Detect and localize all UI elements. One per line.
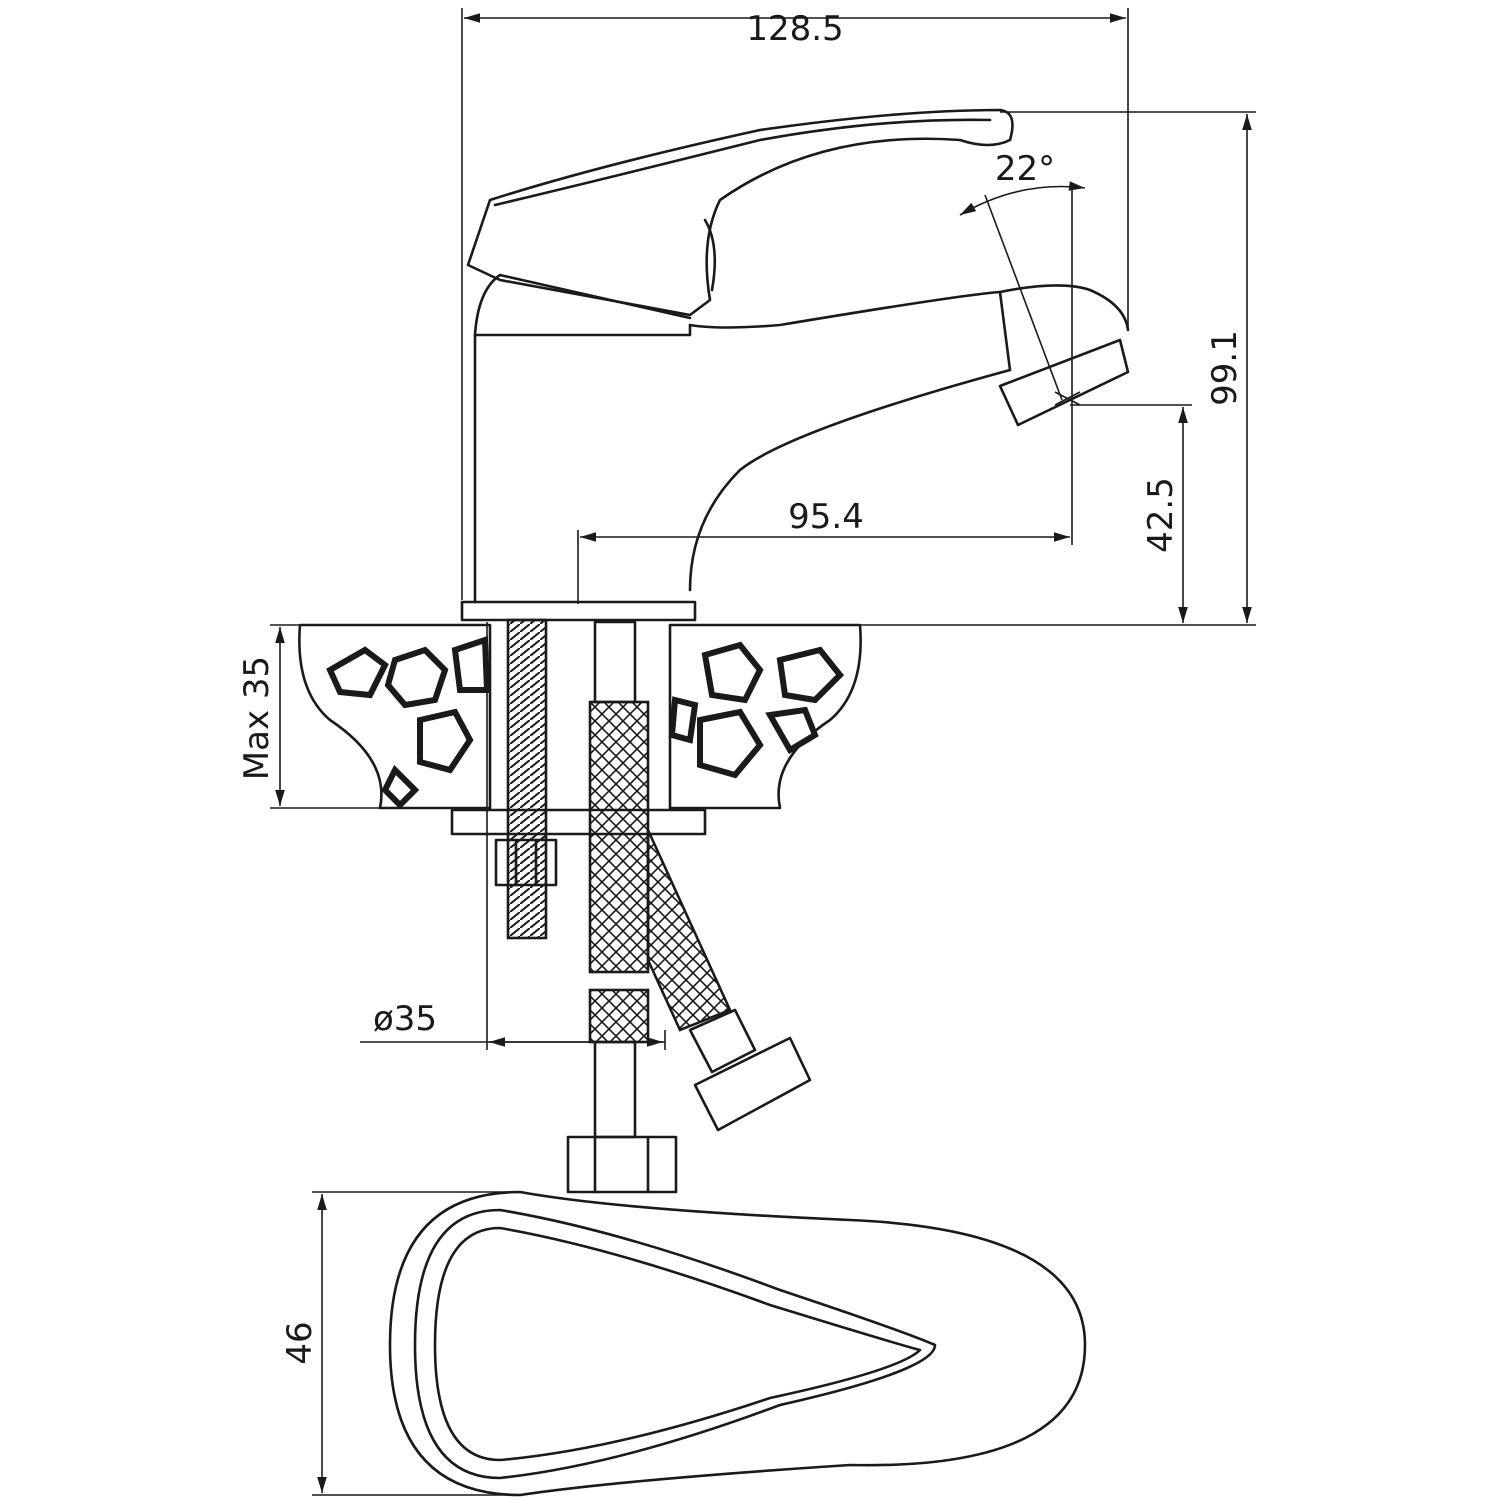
spout-height-label: 42.5 [1141, 477, 1181, 553]
mounting-stud [494, 618, 558, 940]
dimension-hole-diameter: ø35 [360, 622, 666, 1050]
dimension-spout-angle: 22° [959, 149, 1086, 401]
hole-diameter-label: ø35 [373, 999, 437, 1039]
dimension-max-thickness: Max 35 [237, 624, 380, 809]
overall-width-label: 128.5 [746, 9, 843, 49]
spout-reach-label: 95.4 [788, 497, 864, 537]
faucet-handle-side [466, 108, 1014, 317]
dimension-handle-width: 46 [280, 1191, 520, 1496]
overall-height-label: 99.1 [1205, 330, 1245, 406]
spout-angle-label: 22° [995, 149, 1055, 189]
countertop-section [298, 623, 862, 836]
handle-width-label: 46 [280, 1321, 320, 1364]
dimension-overall-width: 128.5 [461, 8, 1129, 600]
faucet-body [460, 273, 1130, 622]
dimension-overall-height: 99.1 [700, 111, 1256, 626]
handle-top-view [388, 1190, 1087, 1497]
dimension-spout-reach: 95.4 [577, 185, 1073, 604]
supply-hoses [566, 620, 812, 1194]
dimension-spout-height: 42.5 [1070, 404, 1192, 623]
max-thickness-label: Max 35 [237, 656, 277, 780]
